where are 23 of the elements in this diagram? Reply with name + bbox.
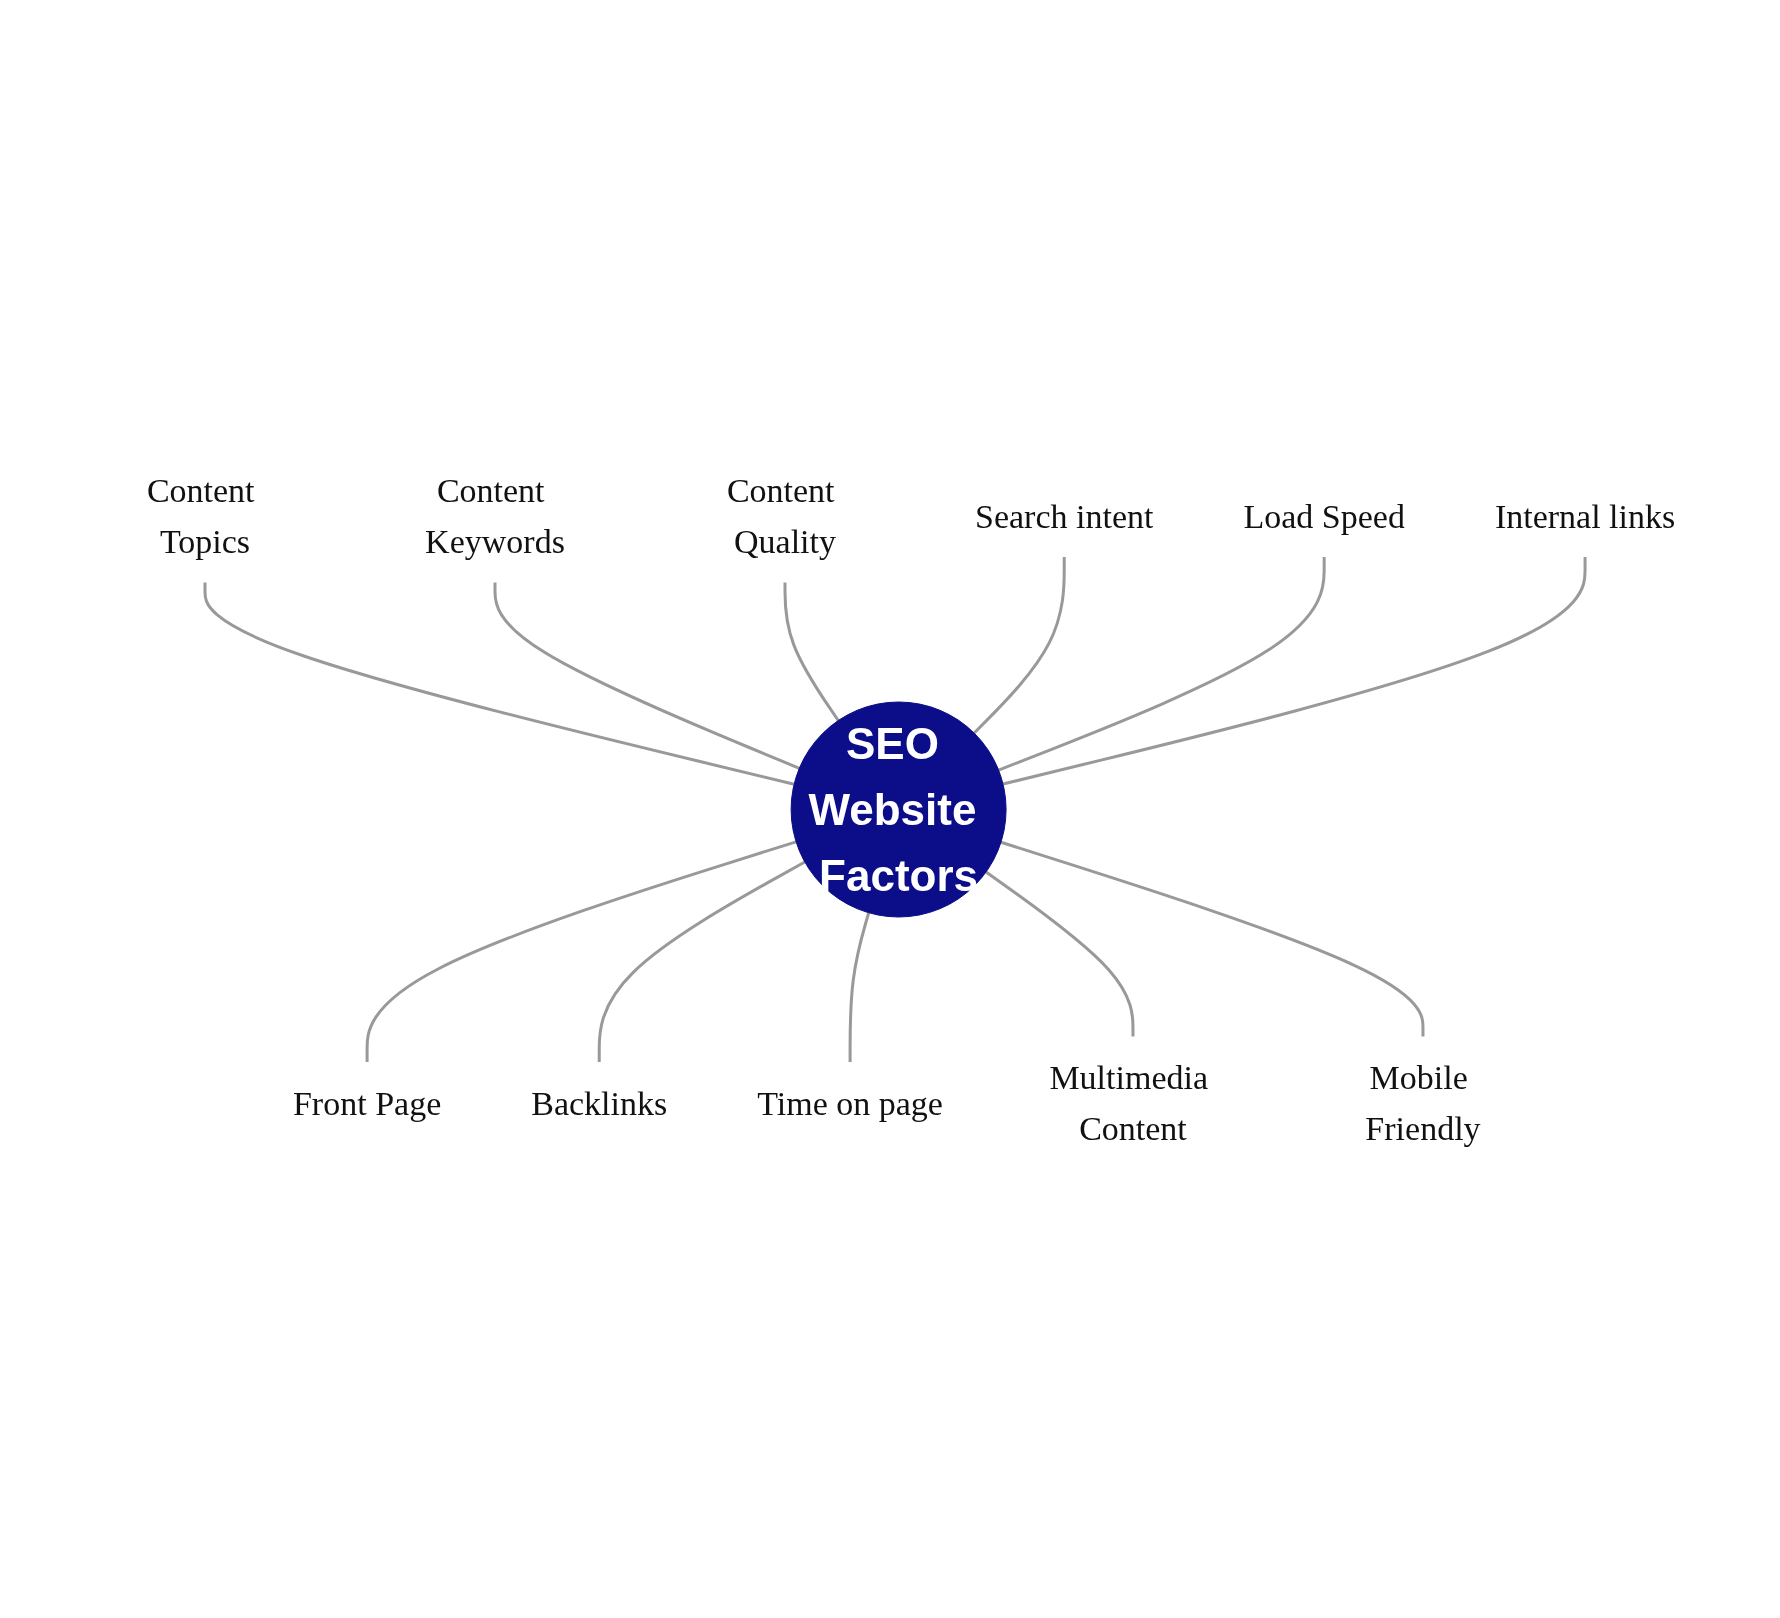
connector xyxy=(848,911,870,1062)
node-text: Search intent xyxy=(974,497,1154,534)
node-text: Multimedia Content xyxy=(1049,1058,1208,1147)
connector xyxy=(783,581,840,721)
node-text: Time on page xyxy=(757,1084,943,1121)
node-text: Content Quality xyxy=(726,471,836,560)
connector xyxy=(1002,556,1587,785)
node-circle: SEO Website Factors xyxy=(790,701,1007,917)
connector xyxy=(997,556,1326,772)
node-text: Load Speed xyxy=(1243,497,1405,534)
node-text: Content Topics xyxy=(146,471,255,560)
connector xyxy=(597,860,806,1062)
connector xyxy=(203,581,795,786)
connector xyxy=(973,556,1066,734)
connector xyxy=(1000,840,1425,1037)
node-text: Front Page xyxy=(292,1084,442,1121)
node-text: Mobile Friendly xyxy=(1365,1058,1481,1147)
connector xyxy=(493,581,800,770)
connector xyxy=(365,839,797,1062)
node-text: Backlinks xyxy=(531,1084,668,1121)
node-text: Internal links xyxy=(1494,497,1676,534)
connector xyxy=(985,870,1135,1037)
node-text: Content Keywords xyxy=(424,471,565,560)
